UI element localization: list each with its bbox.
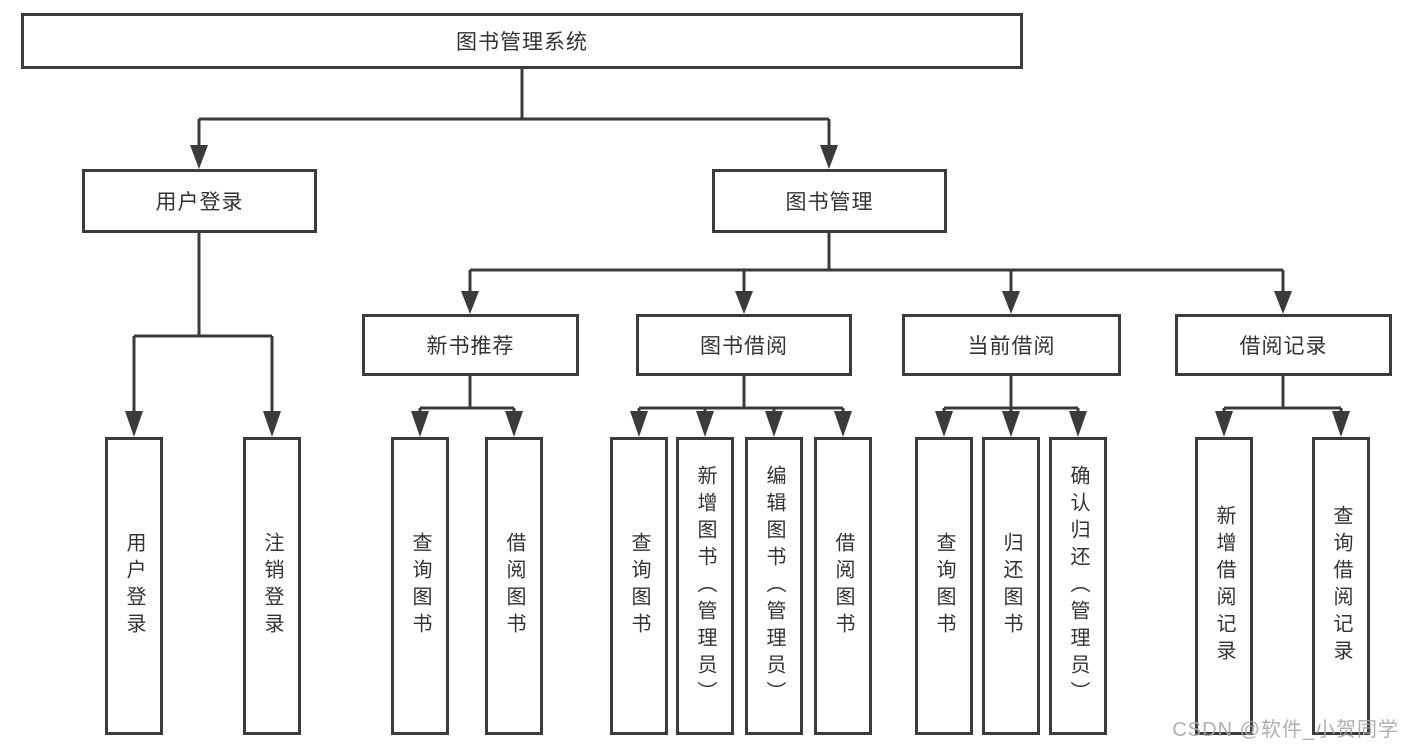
node-current-borrow-label: 当前借阅 [967, 335, 1056, 358]
node-user-login-label: 用户登录 [155, 191, 244, 214]
node-new-book-recommend-label: 新书推荐 [426, 335, 515, 358]
node-root-label: 图书管理系统 [456, 31, 588, 54]
node-root: 图书管理系统 [21, 13, 1023, 69]
leaf-add-books-admin-label: 新增图书（管理员） [694, 464, 716, 708]
leaf-add-borrow-record: 新增借阅记录 [1195, 437, 1253, 735]
leaf-query-books-recommend-label: 查询图书 [409, 532, 431, 640]
leaf-add-borrow-record-label: 新增借阅记录 [1213, 505, 1235, 667]
csdn-watermark: CSDN @软件_小贺同学 [1172, 719, 1399, 741]
leaf-query-books-current: 查询图书 [915, 437, 973, 735]
leaf-query-books-borrow-label: 查询图书 [628, 532, 650, 640]
leaf-query-borrow-record-label: 查询借阅记录 [1330, 505, 1352, 667]
leaf-query-books-borrow: 查询图书 [610, 437, 668, 735]
node-book-management: 图书管理 [712, 169, 947, 233]
leaf-borrow-books: 借阅图书 [814, 437, 872, 735]
leaf-return-books: 归还图书 [982, 437, 1040, 735]
node-user-login: 用户登录 [82, 169, 317, 233]
arrowheads [125, 145, 1350, 437]
leaf-user-login-label: 用户登录 [123, 532, 145, 640]
leaf-borrow-books-recommend: 借阅图书 [485, 437, 543, 735]
leaf-borrow-books-label: 借阅图书 [832, 532, 854, 640]
leaf-add-books-admin: 新增图书（管理员） [676, 437, 734, 735]
leaf-return-books-label: 归还图书 [1000, 532, 1022, 640]
node-book-management-label: 图书管理 [785, 191, 874, 214]
leaf-edit-books-admin-label: 编辑图书（管理员） [763, 464, 785, 708]
node-borrow-records: 借阅记录 [1175, 314, 1392, 376]
leaf-user-login: 用户登录 [105, 437, 163, 735]
leaf-logout-label: 注销登录 [261, 532, 283, 640]
node-book-borrow-label: 图书借阅 [700, 335, 788, 358]
node-book-borrow: 图书借阅 [636, 314, 852, 376]
leaf-query-borrow-record: 查询借阅记录 [1312, 437, 1370, 735]
leaf-query-books-current-label: 查询图书 [933, 532, 955, 640]
leaf-edit-books-admin: 编辑图书（管理员） [745, 437, 803, 735]
leaf-borrow-books-recommend-label: 借阅图书 [503, 532, 525, 640]
node-new-book-recommend: 新书推荐 [362, 314, 579, 376]
leaf-confirm-return-admin: 确认归还（管理员） [1049, 437, 1107, 735]
leaf-query-books-recommend: 查询图书 [391, 437, 449, 735]
node-borrow-records-label: 借阅记录 [1239, 335, 1328, 358]
node-current-borrow: 当前借阅 [902, 314, 1121, 376]
leaf-logout: 注销登录 [243, 437, 301, 735]
leaf-confirm-return-admin-label: 确认归还（管理员） [1067, 464, 1089, 708]
